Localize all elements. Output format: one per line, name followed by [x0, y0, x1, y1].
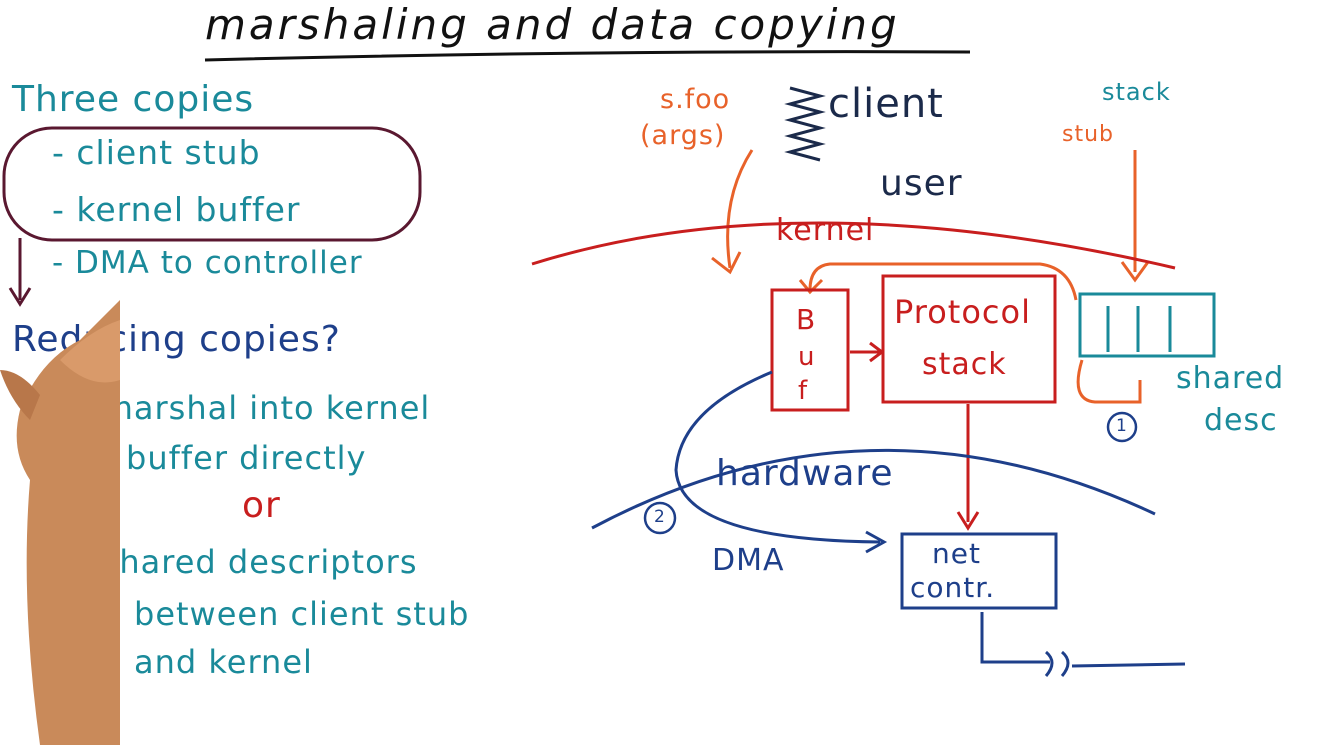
- outline-arrow-head: [8, 287, 32, 307]
- title-underline: [204, 50, 971, 62]
- copy-item-kernel-buffer: - kernel buffer: [52, 190, 301, 229]
- sfoo-arrow: [726, 149, 754, 269]
- hardware-label: hardware: [716, 453, 894, 494]
- desc-loop-low: [1076, 359, 1142, 404]
- buf-letter-f: f: [798, 376, 809, 406]
- buf-box: [770, 288, 850, 412]
- slide-title: marshaling and data copying: [205, 0, 900, 49]
- net-contr-line2: contr.: [910, 571, 996, 604]
- presenter-hand-image: [0, 300, 120, 745]
- copy-item-dma: - DMA to controller: [52, 245, 363, 281]
- dma-label: DMA: [712, 543, 785, 578]
- protocol-label: Protocol: [894, 293, 1031, 331]
- stub-arrow-head: [1120, 261, 1150, 283]
- answer-marshal-line1: - marshal into kernel: [78, 389, 431, 427]
- dma-head: [865, 530, 888, 554]
- client-squiggle: [784, 86, 826, 162]
- desc-loop-head: [798, 278, 824, 295]
- desc-ring: [1078, 292, 1216, 358]
- sfoo-arrow-head: [711, 251, 742, 275]
- or-label: or: [242, 485, 281, 526]
- sfoo-label: s.foo: [660, 84, 731, 115]
- net-break: [1044, 650, 1070, 677]
- three-copies-heading: Three copies: [12, 79, 255, 120]
- net-out-line-2: [1071, 662, 1186, 668]
- net-contr-box: [900, 532, 1058, 610]
- kernel-boundary: [531, 221, 1176, 270]
- buf-letter-b: B: [796, 303, 817, 336]
- stack-label: stack: [1102, 78, 1171, 106]
- desc-label: desc: [1204, 403, 1278, 438]
- answer-shared-line1: - shared descriptors: [78, 543, 418, 581]
- protocol-stack-label: stack: [922, 347, 1007, 382]
- marker-1-circle: [1106, 411, 1138, 443]
- user-label: user: [880, 163, 963, 204]
- desc-loop-top: [808, 262, 1078, 301]
- buf-letter-u: u: [798, 342, 816, 372]
- kernel-label: kernel: [776, 213, 875, 248]
- answer-shared-line3: and kernel: [134, 643, 313, 681]
- copies-outline: [2, 126, 422, 242]
- net-out-line: [980, 612, 1050, 664]
- answer-marshal-line2: buffer directly: [126, 439, 367, 477]
- copy-item-client-stub: - client stub: [52, 133, 261, 172]
- marker-2-label: 2: [654, 507, 666, 527]
- net-contr-line1: net: [932, 537, 981, 570]
- protocol-box: [881, 274, 1057, 404]
- client-label: client: [828, 81, 944, 127]
- stub-label: stub: [1062, 122, 1114, 147]
- hardware-boundary: [591, 448, 1156, 530]
- marker-1-label: 1: [1116, 416, 1128, 436]
- shared-label: shared: [1176, 361, 1285, 396]
- dma-path: [674, 370, 881, 544]
- answer-shared-line2: between client stub: [134, 595, 470, 633]
- marker-2-circle: [643, 501, 677, 535]
- protocol-to-net-head: [956, 511, 980, 531]
- args-label: (args): [640, 120, 726, 151]
